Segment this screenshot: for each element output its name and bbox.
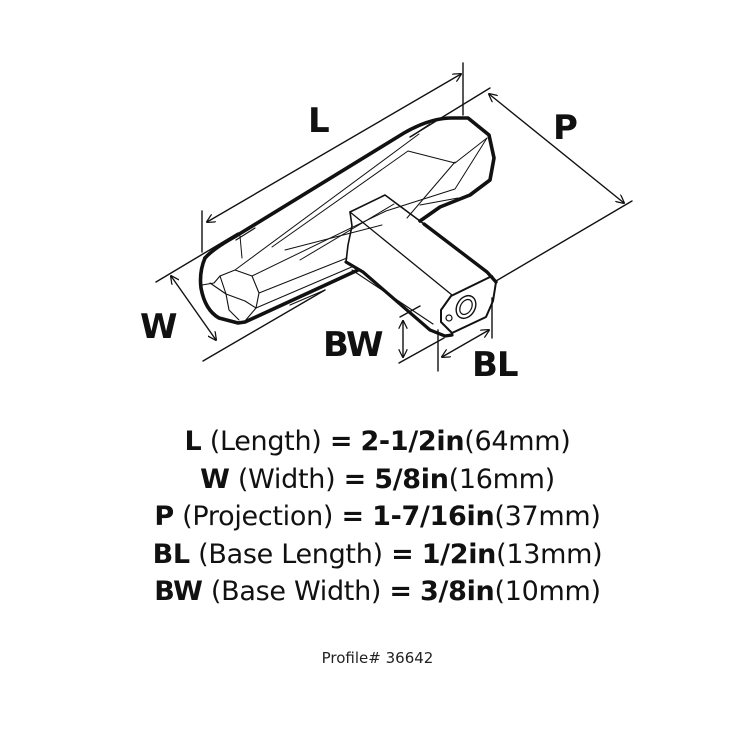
knob-dimension-diagram: L P W BW BL (140, 62, 633, 385)
knob-drawing (155, 62, 633, 372)
spec-length: L (Length) = 2-1/2in(64mm) (0, 423, 755, 461)
spec-imperial-value: 3/8in (420, 576, 495, 607)
dimension-label-bw: BW (323, 325, 384, 365)
spec-base-width: BW (Base Width) = 3/8in(10mm) (0, 573, 755, 611)
spec-imperial-value: 5/8in (374, 463, 449, 495)
knob-base (344, 194, 498, 338)
spec-width: W (Width) = 5/8in(16mm) (0, 461, 755, 499)
spec-code: BW (154, 576, 203, 607)
spec-projection: P (Projection) = 1-7/16in(37mm) (0, 498, 755, 536)
spec-code: W (200, 463, 230, 495)
spec-equals: = (391, 538, 414, 570)
spec-base-length: BL (Base Length) = 1/2in(13mm) (0, 536, 755, 574)
spec-metric-value: (10mm) (494, 576, 601, 607)
knob-bar (198, 116, 496, 325)
spec-code: BL (152, 538, 190, 570)
spec-metric-value: (64mm) (464, 426, 571, 457)
spec-metric-value: (13mm) (496, 538, 603, 570)
spec-imperial-value: 2-1/2in (360, 426, 465, 457)
spec-equals: = (329, 426, 353, 457)
dimension-label-bl: BL (472, 345, 519, 385)
dimension-lines (155, 62, 633, 372)
spec-equals: = (389, 576, 412, 607)
dimension-label-w: W (140, 307, 178, 347)
profile-number: Profile# 36642 (321, 649, 434, 667)
spec-imperial-value: 1/2in (421, 538, 497, 570)
spec-name: (Base Length) (198, 538, 383, 570)
dimension-spec-list: L (Length) = 2-1/2in(64mm) W (Width) = 5… (0, 423, 755, 611)
spec-equals: = (343, 463, 367, 495)
spec-code: L (184, 426, 202, 457)
spec-name: (Width) (237, 463, 336, 495)
spec-metric-value: (37mm) (494, 501, 601, 532)
spec-equals: = (341, 501, 364, 532)
dimension-label-l: L (308, 101, 330, 141)
spec-imperial-value: 1-7/16in (372, 501, 495, 532)
spec-name: (Base Width) (210, 576, 382, 607)
spec-code: P (154, 501, 174, 532)
spec-name: (Length) (209, 426, 322, 457)
dimension-label-p: P (553, 108, 578, 148)
spec-name: (Projection) (182, 501, 334, 532)
spec-metric-value: (16mm) (448, 463, 556, 495)
